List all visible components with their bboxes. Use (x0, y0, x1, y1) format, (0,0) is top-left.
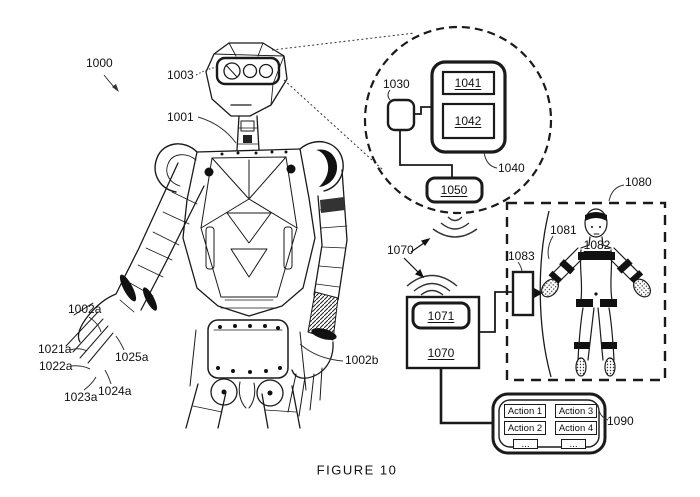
box-label-1042: 1042 (454, 114, 482, 128)
box-1071 (411, 301, 471, 330)
ref-label-1070-wireless: 1070 (387, 243, 414, 257)
box-label-1071: 1071 (427, 309, 455, 323)
wireless-signal-icon (406, 216, 478, 296)
box-1083 (511, 270, 535, 317)
box-1090-inner (498, 399, 600, 448)
ref-label-1081: 1081 (550, 223, 577, 237)
ref-label-1003: 1003 (167, 68, 194, 82)
arrow-1083 (534, 288, 543, 298)
ref-label-1000: 1000 (86, 56, 113, 70)
action-cell-1: Action 1 (504, 404, 546, 418)
ref-label-1080: 1080 (625, 175, 652, 189)
operator-region-group (505, 201, 667, 382)
ref-label-1090: 1090 (607, 414, 634, 428)
action-cell-3: Action 3 (555, 404, 597, 418)
dashed-callout-circle (363, 25, 553, 215)
ref-label-1022a: 1022a (39, 359, 73, 373)
sensor-bands (548, 252, 644, 349)
figure-caption: FIGURE 10 (316, 462, 398, 478)
robot-visor (215, 56, 281, 86)
action-cell-4: Action 4 (555, 421, 597, 435)
connector-1030-1040 (414, 106, 432, 115)
action-cell-2: Action 2 (504, 421, 546, 435)
camera-lens-icon (258, 63, 274, 79)
ref-label-1002a: 1002a (68, 302, 102, 316)
leader-lines (69, 66, 625, 421)
box-1030 (386, 98, 416, 132)
box-1042 (441, 102, 496, 140)
operator-figure (541, 208, 651, 377)
robot-right-hand (291, 341, 334, 379)
ref-label-1024a: 1024a (98, 384, 132, 398)
robot-head (205, 42, 288, 117)
callout-circle-group (363, 25, 553, 215)
ref-label-1040: 1040 (498, 161, 525, 175)
ref-label-1002b: 1002b (345, 353, 379, 367)
box-1050 (425, 176, 484, 204)
box-label-1070: 1070 (427, 346, 455, 360)
box-1090-outer (491, 392, 607, 455)
zoom-callout-lines (271, 32, 416, 171)
ref-label-1001: 1001 (167, 110, 194, 124)
action-cell-more-2: ... (561, 439, 586, 450)
ref-label-1023a: 1023a (64, 390, 98, 404)
robot-left-hand (77, 293, 117, 343)
ref-label-1083: 1083 (508, 249, 535, 263)
camera-lens-icon (242, 63, 258, 79)
box-label-1041: 1041 (454, 76, 482, 90)
ref-label-1025a: 1025a (115, 350, 149, 364)
dashed-box-1080 (505, 201, 667, 382)
action-panel-frame (491, 392, 607, 455)
ref-label-1082: 1082 (583, 238, 611, 252)
box-1041 (441, 70, 496, 96)
camera-lens-icon (223, 62, 241, 80)
connector-1070-1090 (439, 368, 493, 425)
box-label-1050: 1050 (440, 183, 468, 197)
action-cell-more-1: ... (513, 439, 538, 450)
grouping-brace (539, 210, 552, 378)
robot-drawing (65, 42, 348, 429)
wireless-label-arrows (403, 237, 431, 279)
ref-label-1030: 1030 (383, 77, 410, 91)
controller-group (405, 291, 513, 425)
connector-1070-1083 (479, 291, 513, 333)
connector-1030-1050 (399, 130, 453, 178)
ref-label-1021a: 1021a (38, 342, 72, 356)
